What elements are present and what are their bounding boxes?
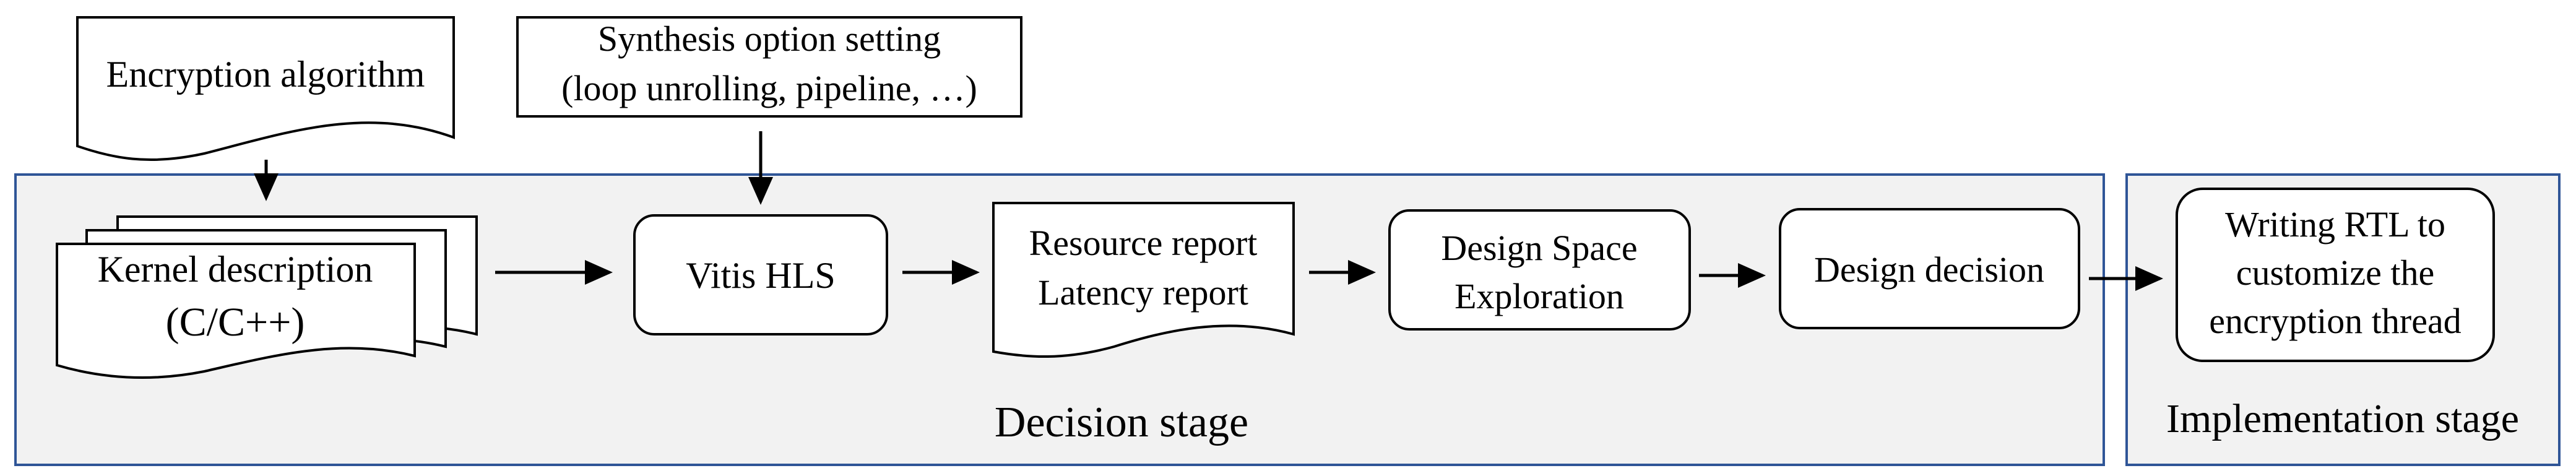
rtl-line1: Writing RTL to xyxy=(2225,204,2445,244)
rtl-line3: encryption thread xyxy=(2209,301,2461,341)
dse-line1: Design Space xyxy=(1441,228,1637,268)
vitis-hls-box: Vitis HLS xyxy=(633,214,888,335)
rtl-line2: customize the xyxy=(2236,253,2435,293)
design-decision-box: Design decision xyxy=(1779,208,2080,329)
implementation-stage-label: Implementation stage xyxy=(2166,396,2519,441)
resource-report-label: Resource report xyxy=(1029,223,1258,263)
kernel-description-multidocument: Kernel description (C/C++) xyxy=(56,215,478,379)
design-decision-label: Design decision xyxy=(1814,249,2044,290)
encryption-algorithm-label: Encryption algorithm xyxy=(106,54,425,95)
writing-rtl-box: Writing RTL to customize the encryption … xyxy=(2176,188,2495,362)
design-space-exploration-box: Design Space Exploration xyxy=(1388,209,1691,331)
synthesis-option-line1: Synthesis option setting xyxy=(598,19,941,59)
latency-report-label: Latency report xyxy=(1038,272,1248,313)
kernel-description-line2: (C/C++) xyxy=(166,300,305,345)
decision-stage-label: Decision stage xyxy=(995,399,1248,446)
dse-line2: Exploration xyxy=(1454,276,1624,316)
kernel-description-line1: Kernel description xyxy=(98,249,373,290)
synthesis-option-line2: (loop unrolling, pipeline, …) xyxy=(561,68,977,108)
encryption-algorithm-document: Encryption algorithm xyxy=(76,16,455,161)
report-document: Resource report Latency report xyxy=(992,202,1295,358)
vitis-hls-label: Vitis HLS xyxy=(686,255,835,296)
synthesis-option-box: Synthesis option setting (loop unrolling… xyxy=(516,16,1022,118)
